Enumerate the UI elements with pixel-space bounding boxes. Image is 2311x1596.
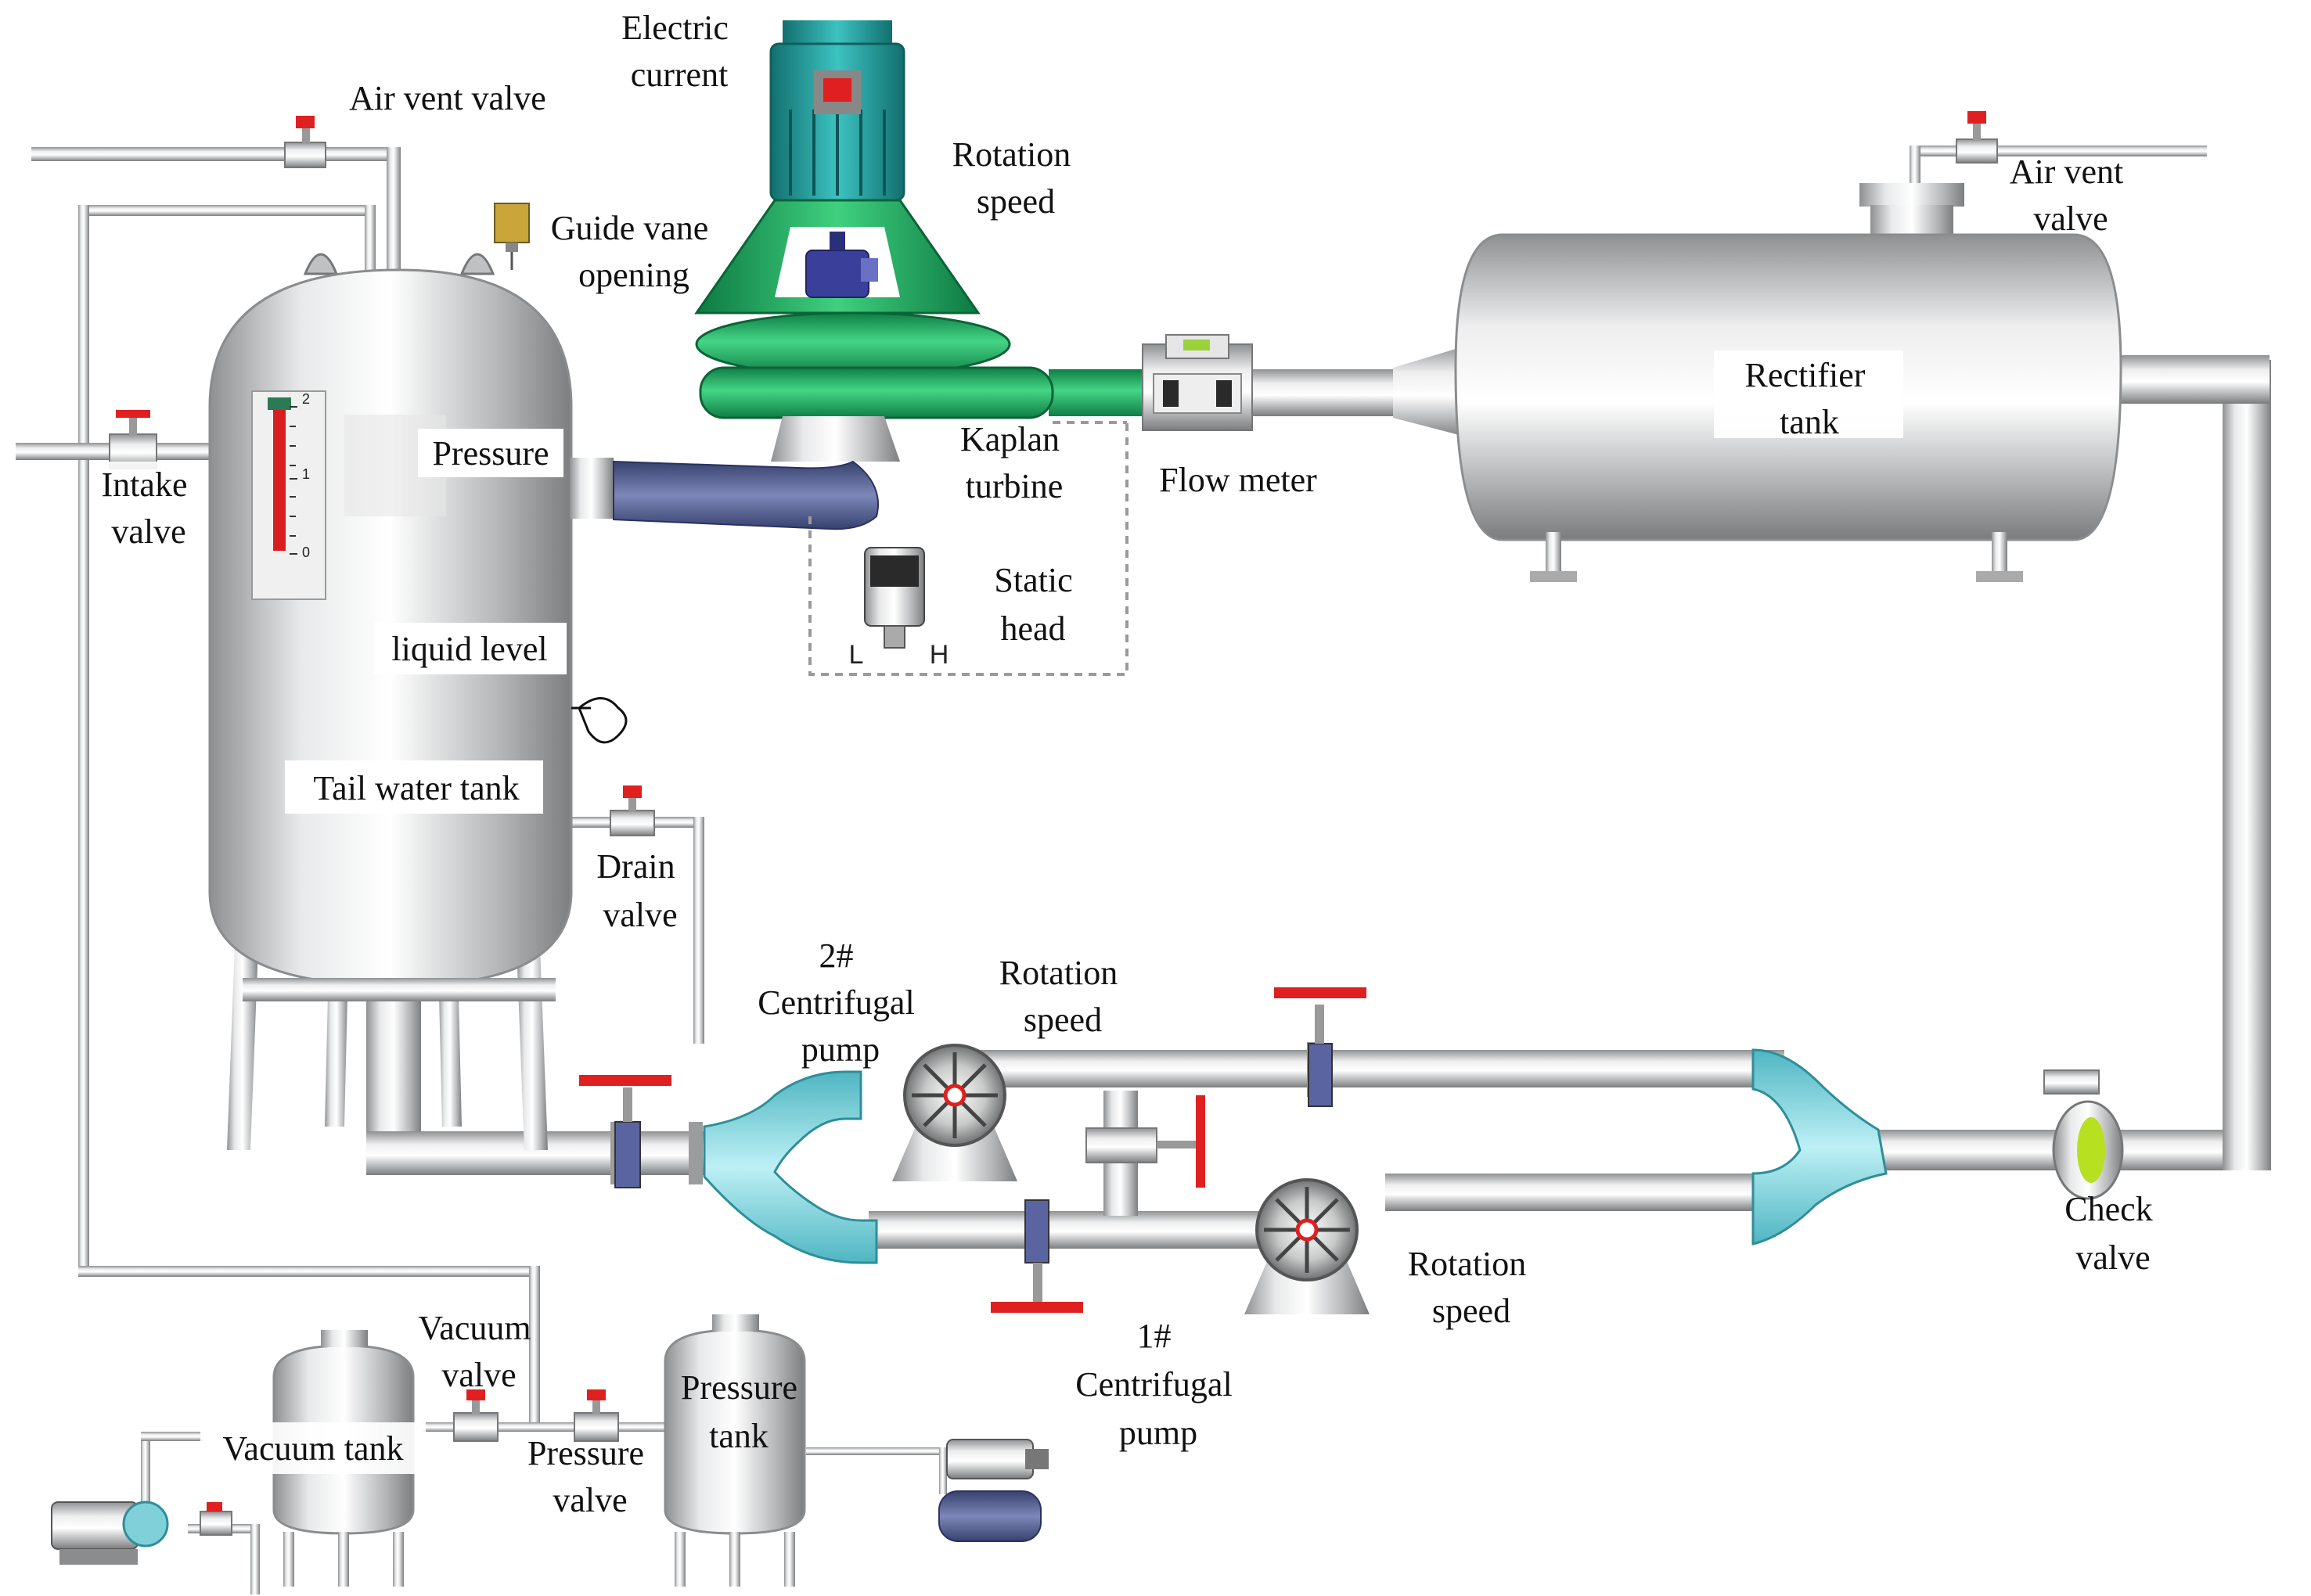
label-rotation-speed-turbine: Rotation speed	[952, 135, 1080, 221]
static-head-box	[808, 421, 1129, 676]
drain-valve[interactable]	[610, 785, 655, 836]
air-vent-valve-left[interactable]	[284, 116, 326, 168]
label-pressure: Pressure	[432, 434, 549, 473]
label-air-vent-valve-right: Air vent valve	[2010, 153, 2132, 238]
check-valve[interactable]	[2043, 1069, 2124, 1200]
kaplan-turbine	[613, 20, 1054, 530]
flow-meter	[1142, 334, 1253, 431]
pump2-discharge-valve[interactable]	[1274, 987, 1366, 1107]
pipework	[16, 146, 2271, 1594]
pump-inlet-valve[interactable]	[579, 1075, 671, 1188]
label-tail-water-tank: Tail water tank	[313, 769, 519, 807]
vacuum-valve[interactable]	[453, 1389, 499, 1442]
label-pressure-tank: Pressure tank	[681, 1368, 806, 1455]
centrifugal-pump-2	[892, 1044, 1017, 1181]
level-gauge-tick-2: 2	[302, 391, 310, 407]
label-intake-valve: Intake valve	[102, 466, 196, 551]
vacuum-pump-valve[interactable]	[200, 1502, 232, 1536]
label-pump1: 1# Centrifugal pump	[1075, 1317, 1240, 1452]
pump1-valve[interactable]	[991, 1199, 1083, 1313]
level-gauge-tick-1: 1	[302, 466, 310, 482]
bypass-valve[interactable]	[1085, 1095, 1205, 1188]
liquid-level-sensor-icon	[578, 697, 628, 744]
label-air-vent-valve-left: Air vent valve	[349, 79, 546, 117]
label-rectifier-tank: Rectifier tank	[1745, 356, 1874, 441]
label-drain-valve: Drain valve	[596, 847, 683, 934]
level-gauge-tick-0: 0	[302, 545, 310, 560]
label-kaplan-turbine: Kaplan turbine	[960, 420, 1068, 505]
label-check-valve: Check valve	[2064, 1190, 2161, 1277]
pressure-tank	[664, 1314, 806, 1587]
label-rotation-speed-pump2: Rotation speed	[999, 954, 1127, 1039]
label-electric-current: Electric current	[621, 9, 737, 94]
intake-valve[interactable]	[109, 410, 157, 469]
label-flow-meter: Flow meter	[1159, 461, 1317, 499]
label-liquid-level: liquid level	[391, 630, 547, 668]
label-static-head: Static head	[994, 561, 1081, 648]
label-static-head-high: H	[930, 640, 949, 670]
air-compressor-icon	[938, 1439, 1049, 1542]
centrifugal-pump-1	[1244, 1178, 1370, 1314]
label-guide-vane-opening: Guide vane opening	[551, 209, 718, 294]
label-rotation-speed-pump1: Rotation speed	[1408, 1245, 1535, 1330]
level-gauge	[251, 390, 326, 600]
label-pump2: 2# Centrifugal pump	[758, 936, 923, 1069]
label-vacuum-valve: Vacuum valve	[418, 1309, 539, 1394]
label-pressure-valve: Pressure valve	[527, 1434, 653, 1519]
vacuum-pump-icon	[51, 1501, 169, 1565]
label-static-head-low: L	[849, 640, 864, 670]
label-vacuum-tank: Vacuum tank	[223, 1429, 404, 1468]
air-vent-valve-right[interactable]	[1956, 111, 1998, 164]
labels: Electric current Air vent valve Rotation…	[91, 9, 2161, 1519]
pressure-valve[interactable]	[574, 1389, 619, 1442]
guide-vane-sensor-icon	[494, 203, 530, 270]
